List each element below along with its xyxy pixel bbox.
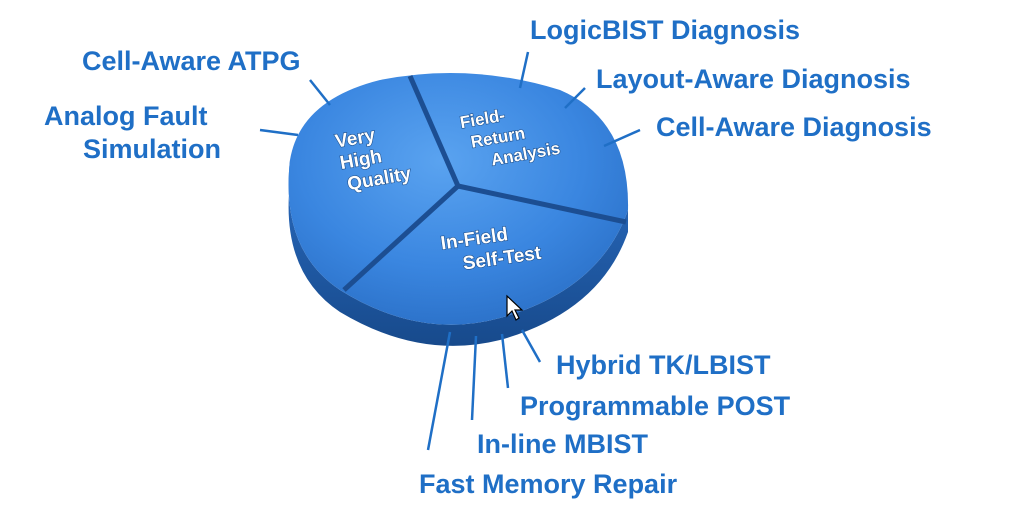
slice-very-line1: Very	[334, 125, 378, 153]
label-cell-aware-atpg: Cell-Aware ATPG	[82, 46, 301, 76]
leader-analog-fault	[259, 128, 299, 137]
label-programmable-post: Programmable POST	[520, 391, 791, 421]
leader-logicbist	[518, 51, 530, 89]
label-hybrid-tk-lbist: Hybrid TK/LBIST	[556, 350, 771, 380]
slice-divider-right	[457, 183, 627, 225]
mouse-cursor-icon	[506, 294, 524, 321]
leader-inline	[470, 335, 478, 421]
label-layout-aware-diagnosis: Layout-Aware Diagnosis	[596, 64, 911, 94]
leader-cell-aware-atpg	[309, 79, 331, 106]
label-logicbist-diagnosis: LogicBIST Diagnosis	[530, 15, 801, 45]
slice-label-very-high-quality: Very High Quality	[334, 120, 414, 196]
slice-divider-left	[342, 184, 460, 292]
leader-programmable	[500, 333, 510, 389]
slice-divider-top	[407, 75, 461, 187]
label-analog-fault-line2: Simulation	[83, 134, 222, 164]
label-analog-fault-line1: Analog Fault	[44, 101, 208, 131]
leader-layout-aware	[564, 87, 586, 109]
leader-cell-aware-diag	[603, 128, 641, 148]
leader-lines	[259, 51, 641, 451]
leader-fast-memory	[426, 331, 452, 451]
label-fast-memory-repair: Fast Memory Repair	[419, 469, 678, 499]
leader-hybrid	[520, 329, 542, 363]
label-cell-aware-diagnosis: Cell-Aware Diagnosis	[656, 112, 932, 142]
label-in-line-mbist: In-line MBIST	[477, 429, 648, 459]
